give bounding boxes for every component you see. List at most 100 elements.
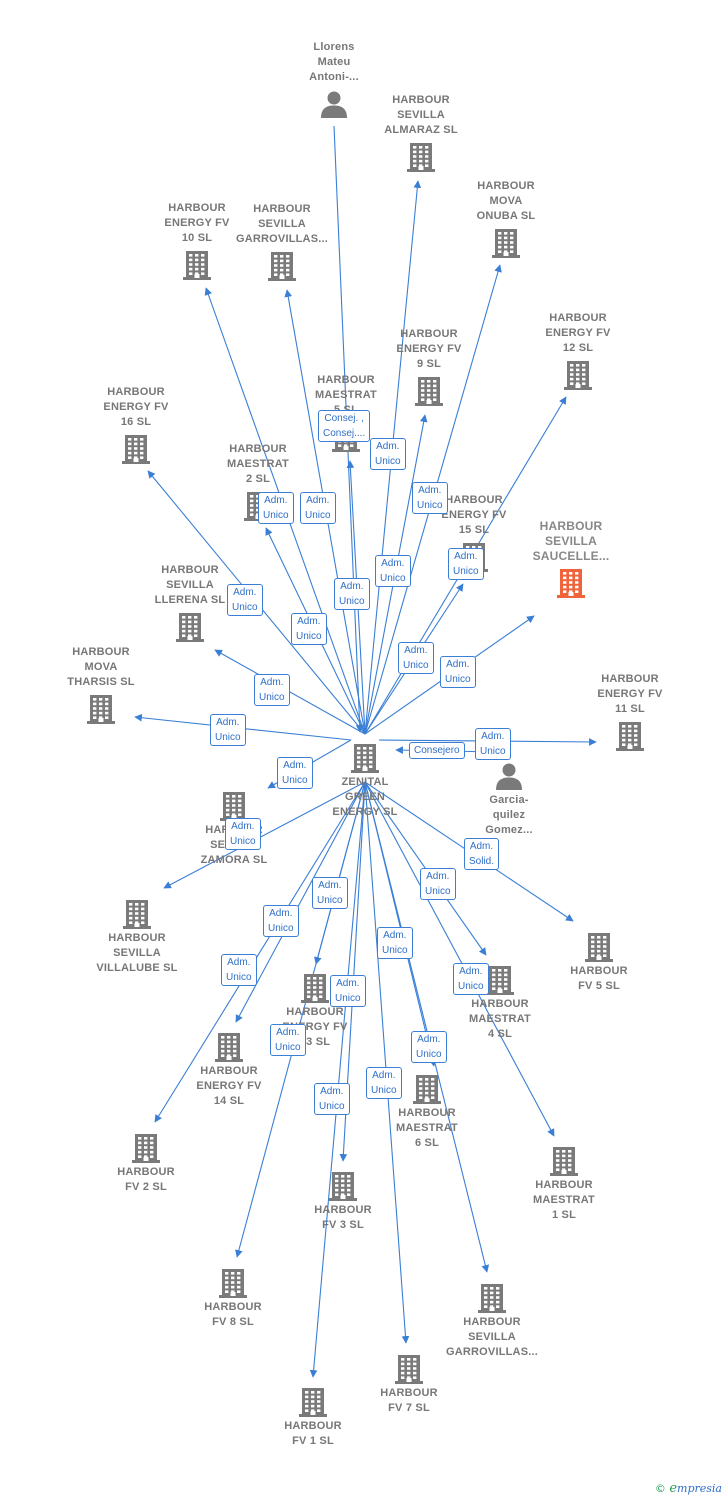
- empresia-brand[interactable]: © empresia: [655, 1481, 722, 1496]
- edge-zenital-fv14: [235, 781, 366, 1023]
- edge-label-garrovillas1[interactable]: Adm. Unico: [300, 492, 336, 524]
- building-icon: [329, 1172, 357, 1201]
- node-fv7[interactable]: HARBOUR FV 7 SL: [349, 1354, 469, 1416]
- node-label: ZENITAL GREEN ENERGY SL: [332, 776, 398, 818]
- node-label: HARBOUR FV 1 SL: [284, 1420, 342, 1447]
- node-fv3[interactable]: HARBOUR FV 3 SL: [283, 1171, 403, 1233]
- building-icon: [585, 933, 613, 962]
- node-fv8[interactable]: HARBOUR FV 8 SL: [173, 1268, 293, 1330]
- node-fv2[interactable]: HARBOUR FV 2 SL: [86, 1133, 206, 1195]
- node-almaraz[interactable]: HARBOUR SEVILLA ALMARAZ SL: [361, 93, 481, 172]
- edge-label-almaraz[interactable]: Adm. Unico: [370, 438, 406, 470]
- node-tharsis[interactable]: HARBOUR MOVA THARSIS SL: [41, 645, 161, 724]
- brand-initial: e: [669, 1481, 678, 1496]
- node-maestrat4[interactable]: HARBOUR MAESTRAT 4 SL: [440, 965, 560, 1042]
- building-icon: [395, 1355, 423, 1384]
- edge-zenital-fv2: [154, 781, 366, 1123]
- node-label: HARBOUR FV 3 SL: [314, 1204, 372, 1231]
- edge-zenital-garrovillas2: [364, 781, 490, 1273]
- edge-label-fv12[interactable]: Adm. Unico: [448, 548, 484, 580]
- edge-label-fv7[interactable]: Adm. Unico: [366, 1067, 402, 1099]
- edge-zenital-fv8: [235, 781, 366, 1258]
- building-icon: [122, 435, 150, 464]
- edge-label-fv8[interactable]: Adm. Unico: [270, 1024, 306, 1056]
- edge-label-fv13[interactable]: Adm. Unico: [312, 877, 348, 909]
- node-maestrat1[interactable]: HARBOUR MAESTRAT 1 SL: [504, 1146, 624, 1223]
- edge-zenital-fv1: [309, 781, 366, 1378]
- building-icon: [132, 1134, 160, 1163]
- node-llerena[interactable]: HARBOUR SEVILLA LLERENA SL: [130, 563, 250, 642]
- edge-label-villalube[interactable]: Adm. Unico: [225, 818, 261, 850]
- edge-label-tharsis[interactable]: Adm. Unico: [210, 714, 246, 746]
- brand-name: mpresia: [677, 1482, 722, 1495]
- node-fv12[interactable]: HARBOUR ENERGY FV 12 SL: [518, 311, 638, 390]
- node-fv14[interactable]: HARBOUR ENERGY FV 14 SL: [169, 1032, 289, 1109]
- building-icon: [413, 1075, 441, 1104]
- edge-label-fv3[interactable]: Adm. Unico: [330, 975, 366, 1007]
- edge-label-maestrat1[interactable]: Adm. Unico: [453, 963, 489, 995]
- edge-label-fv1[interactable]: Adm. Unico: [314, 1083, 350, 1115]
- node-zenital[interactable]: ZENITAL GREEN ENERGY SL: [305, 743, 425, 820]
- node-garrovillas2[interactable]: HARBOUR SEVILLA GARROVILLAS...: [432, 1283, 552, 1360]
- building-icon: [616, 722, 644, 751]
- node-fv1[interactable]: HARBOUR FV 1 SL: [253, 1387, 373, 1449]
- edge-zenital-villalube: [163, 781, 366, 889]
- building-icon: [87, 695, 115, 724]
- node-label: HARBOUR ENERGY FV 11 SL: [597, 673, 663, 715]
- node-llorens[interactable]: Llorens Mateu Antoni-...: [274, 40, 394, 119]
- node-fv10[interactable]: HARBOUR ENERGY FV 10 SL: [137, 201, 257, 280]
- edge-label-maestrat4[interactable]: Adm. Unico: [420, 868, 456, 900]
- edge-label-fv2[interactable]: Adm. Unico: [221, 954, 257, 986]
- node-label: HARBOUR SEVILLA LLERENA SL: [154, 564, 226, 606]
- node-garcia[interactable]: Garcia- quilez Gomez...: [449, 761, 569, 838]
- building-icon: [478, 1284, 506, 1313]
- edge-label-maestrat6[interactable]: Adm. Unico: [377, 927, 413, 959]
- edge-label-garcia[interactable]: Consejero: [409, 742, 465, 759]
- edge-label-maestrat2[interactable]: Adm. Unico: [291, 613, 327, 645]
- edge-label-fv14[interactable]: Adm. Unico: [263, 905, 299, 937]
- building-icon: [415, 377, 443, 406]
- node-maestrat6[interactable]: HARBOUR MAESTRAT 6 SL: [367, 1074, 487, 1151]
- node-fv5[interactable]: HARBOUR FV 5 SL: [539, 932, 659, 994]
- node-saucelle[interactable]: HARBOUR SEVILLA SAUCELLE...: [511, 519, 631, 598]
- edge-label-maestrat5[interactable]: Adm. Unico: [334, 578, 370, 610]
- edge-label-fv9[interactable]: Adm. Unico: [375, 555, 411, 587]
- node-fv15[interactable]: HARBOUR ENERGY FV 15 SL: [414, 493, 534, 572]
- building-icon: [550, 1147, 578, 1176]
- building-icon: [215, 1033, 243, 1062]
- edge-label-llorens[interactable]: Consej. , Consej....: [318, 410, 371, 442]
- building-icon: [351, 744, 379, 773]
- edge-label-fv11[interactable]: Adm. Unico: [475, 728, 511, 760]
- node-fv16[interactable]: HARBOUR ENERGY FV 16 SL: [76, 385, 196, 464]
- node-label: HARBOUR SEVILLA SAUCELLE...: [532, 519, 610, 563]
- node-fv11[interactable]: HARBOUR ENERGY FV 11 SL: [570, 672, 690, 751]
- edge-label-fv10[interactable]: Adm. Unico: [258, 492, 294, 524]
- person-icon: [321, 91, 347, 118]
- node-villalube[interactable]: HARBOUR SEVILLA VILLALUBE SL: [77, 899, 197, 976]
- node-label: HARBOUR MOVA THARSIS SL: [67, 646, 135, 688]
- edge-label-onuba[interactable]: Adm. Unico: [412, 482, 448, 514]
- edges-layer: [134, 125, 597, 1378]
- building-icon: [123, 900, 151, 929]
- edge-label-saucelle[interactable]: Adm. Unico: [440, 656, 476, 688]
- edge-label-llerena[interactable]: Adm. Unico: [254, 674, 290, 706]
- building-icon: [299, 1388, 327, 1417]
- node-garrovillas1[interactable]: HARBOUR SEVILLA GARROVILLAS...: [222, 202, 342, 281]
- building-icon: [220, 792, 248, 821]
- edge-label-fv5[interactable]: Adm. Solid.: [464, 838, 500, 870]
- edge-label-garrovillas2[interactable]: Adm. Unico: [411, 1031, 447, 1063]
- node-label: HARBOUR MAESTRAT 2 SL: [227, 443, 289, 485]
- node-label: HARBOUR ENERGY FV 15 SL: [441, 494, 507, 536]
- building-icon: [268, 252, 296, 281]
- node-label: HARBOUR ENERGY FV 16 SL: [103, 386, 169, 428]
- node-onuba[interactable]: HARBOUR MOVA ONUBA SL: [446, 179, 566, 258]
- node-fv9[interactable]: HARBOUR ENERGY FV 9 SL: [369, 327, 489, 406]
- node-label: HARBOUR MAESTRAT 1 SL: [533, 1179, 595, 1221]
- edge-zenital-llerena: [214, 649, 366, 735]
- building-icon: [492, 229, 520, 258]
- edge-label-fv15[interactable]: Adm. Unico: [398, 642, 434, 674]
- edge-label-zamora[interactable]: Adm. Unico: [277, 757, 313, 789]
- copyright-symbol: ©: [654, 1482, 666, 1495]
- edge-label-fv16[interactable]: Adm. Unico: [227, 584, 263, 616]
